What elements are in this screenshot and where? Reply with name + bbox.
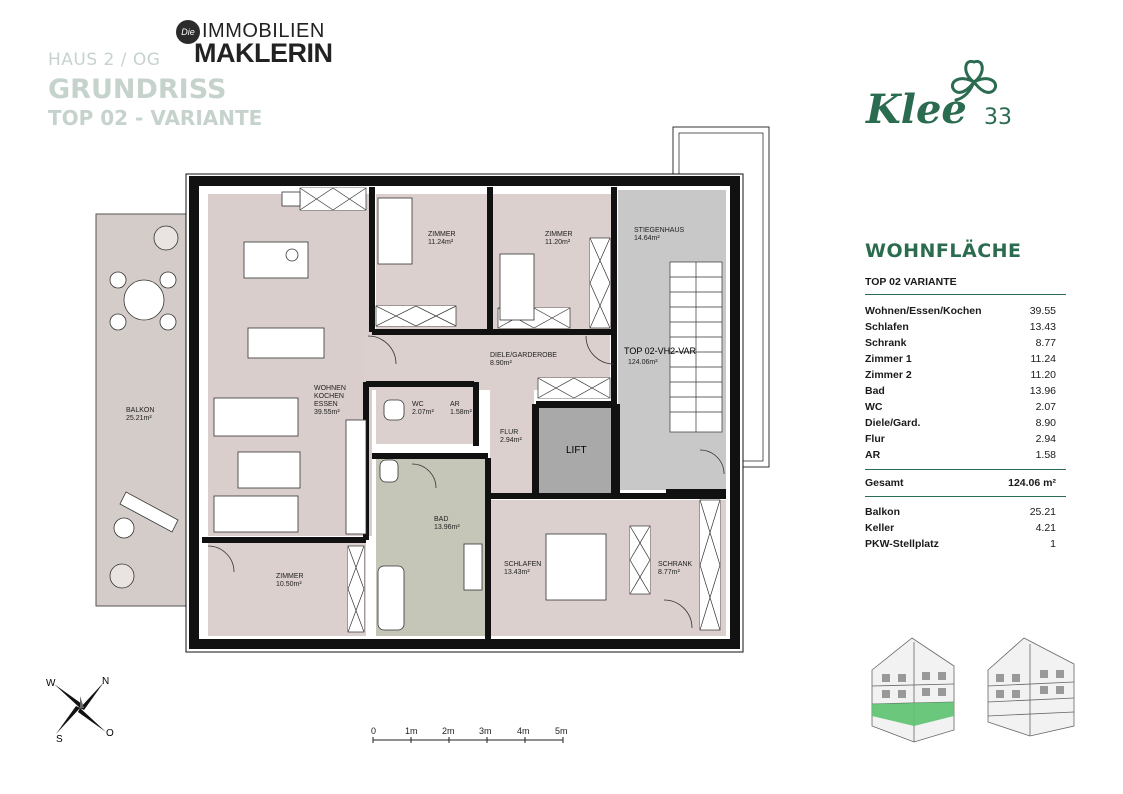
unit-label: TOP 02-VH2-VAR bbox=[624, 346, 697, 356]
furniture bbox=[213, 191, 607, 631]
zimmer1-label: ZIMMER bbox=[428, 231, 456, 238]
balkon-area: 25.21m² bbox=[126, 415, 152, 422]
brand-word: Klee bbox=[866, 86, 967, 133]
zimmer3-floor bbox=[208, 540, 366, 636]
floor-plan: ZIMMER 11.24m² ZIMMER 11.20m² STIEGENHAU… bbox=[95, 126, 770, 653]
unit-variant: TOP 02 - VARIANTE bbox=[48, 106, 263, 130]
compass-w: W bbox=[46, 678, 56, 689]
wc-area: 2.07m² bbox=[412, 409, 434, 416]
flur-area: 2.94m² bbox=[500, 437, 522, 444]
flur-label: FLUR bbox=[500, 429, 518, 436]
balkon-label: BALKON bbox=[126, 407, 154, 414]
area-table: WOHNFLÄCHE TOP 02 VARIANTE Wohnen/Essen/… bbox=[865, 240, 1066, 552]
room-labels: ZIMMER 11.24m² ZIMMER 11.20m² STIEGENHAU… bbox=[126, 227, 697, 588]
building-thumbnail bbox=[987, 637, 1075, 737]
zimmer2-area: 11.20m² bbox=[545, 239, 571, 246]
area-row: Diele/Gard.8.90 bbox=[865, 417, 1056, 429]
scale-tick-label: 3m bbox=[479, 726, 492, 736]
ar-area: 1.58m² bbox=[450, 409, 472, 416]
wc-label: WC bbox=[412, 401, 424, 408]
scale-tick-label: 4m bbox=[517, 726, 530, 736]
wohnen-area: 39.55m² bbox=[314, 409, 340, 416]
brand-number: 33 bbox=[984, 105, 1012, 130]
scale-tick-label: 1m bbox=[405, 726, 418, 736]
stiegenhaus-area: 14.64m² bbox=[634, 235, 660, 242]
bad-area: 13.96m² bbox=[434, 524, 460, 531]
wohnen-label-3: ESSEN bbox=[314, 401, 338, 408]
lift-shaft bbox=[532, 404, 620, 498]
agency-name-top: IMMOBILIEN bbox=[202, 20, 325, 42]
compass-s: S bbox=[56, 734, 63, 744]
scale-labels: 0 1m 2m 3m 4m 5m bbox=[371, 726, 568, 736]
unit-area: 124.06m² bbox=[628, 359, 658, 366]
compass-o: O bbox=[106, 728, 114, 739]
lift-label: LIFT bbox=[566, 445, 587, 456]
scale-bar: 0 1m 2m 3m 4m 5m bbox=[371, 726, 568, 743]
building-floor: HAUS 2 / OG bbox=[48, 50, 161, 70]
clover-icon bbox=[951, 59, 997, 102]
stiegenhaus-label: STIEGENHAUS bbox=[634, 227, 685, 234]
klee33-logo: Klee 33 bbox=[864, 52, 1034, 142]
area-table-title: WOHNFLÄCHE bbox=[865, 240, 1022, 262]
schlafen-label: SCHLAFEN bbox=[504, 561, 541, 568]
page-title: GRUNDRISS bbox=[48, 74, 227, 105]
scale-tick-label: 0 bbox=[371, 726, 376, 736]
area-table-subtitle: TOP 02 VARIANTE bbox=[865, 276, 1066, 295]
scale-tick-label: 5m bbox=[555, 726, 568, 736]
schlafen-area: 13.43m² bbox=[504, 569, 530, 576]
zimmer3-area: 10.50m² bbox=[276, 581, 302, 588]
plan-header: HAUS 2 / OG GRUNDRISS TOP 02 - VARIANTE bbox=[48, 50, 262, 130]
agency-badge: Die bbox=[176, 20, 200, 44]
zimmer1-area: 11.24m² bbox=[428, 239, 454, 246]
wardrobes bbox=[299, 187, 721, 633]
flur-floor bbox=[490, 386, 534, 496]
bad-label: BAD bbox=[434, 516, 448, 523]
compass-rose: N O S W bbox=[46, 676, 114, 744]
zimmer3-label: ZIMMER bbox=[276, 573, 304, 580]
door-swings bbox=[207, 335, 725, 629]
compass-n: N bbox=[102, 676, 109, 687]
scale-tick-label: 2m bbox=[442, 726, 455, 736]
staircase bbox=[669, 261, 723, 433]
diele-area: 8.90m² bbox=[490, 360, 512, 367]
lift-floor bbox=[538, 408, 616, 494]
wohnen-label-2: KOCHEN bbox=[314, 393, 344, 400]
schrank-label: SCHRANK bbox=[658, 561, 693, 568]
zimmer2-label: ZIMMER bbox=[545, 231, 573, 238]
ar-label: AR bbox=[450, 401, 460, 408]
diele-label: DIELE/GARDEROBE bbox=[490, 352, 557, 359]
wohnen-label-1: WOHNEN bbox=[314, 385, 346, 392]
schrank-area: 8.77m² bbox=[658, 569, 680, 576]
balcony-furniture bbox=[109, 225, 179, 589]
building-thumbnail-highlight bbox=[871, 637, 955, 743]
scale-line bbox=[372, 737, 564, 743]
agency-name-bottom: MAKLERIN bbox=[194, 38, 333, 68]
compass-star bbox=[54, 682, 106, 734]
